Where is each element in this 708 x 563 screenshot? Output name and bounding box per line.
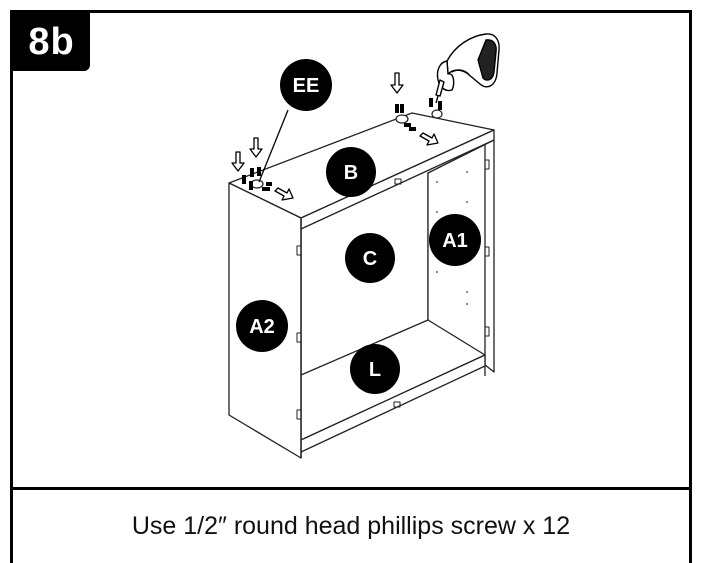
label-b: B [326, 147, 376, 197]
svg-text:B: B [344, 162, 358, 184]
svg-text:EE: EE [293, 75, 320, 97]
svg-text:A1: A1 [442, 230, 468, 252]
down-arrow-icon [231, 151, 245, 172]
label-a2: A2 [236, 300, 288, 352]
step-number: 8b [28, 21, 75, 63]
down-arrow-icon [249, 137, 263, 158]
label-a1: A1 [429, 214, 481, 266]
diagonal-arrow-icon [274, 187, 294, 201]
caption-divider [10, 487, 692, 490]
svg-text:A2: A2 [249, 316, 275, 338]
svg-text:L: L [369, 359, 381, 381]
screws [242, 98, 442, 191]
label-l: L [350, 344, 400, 394]
diagonal-arrow-icon [419, 132, 439, 146]
step-number-badge: 8b [13, 13, 90, 71]
instruction-caption: Use 1/2″ round head phillips screw x 12 [131, 512, 571, 540]
instruction-frame [10, 10, 692, 563]
down-arrow-icon [390, 72, 404, 94]
label-ee: EE [280, 59, 332, 111]
svg-text:C: C [363, 248, 377, 270]
power-screwdriver-icon [435, 33, 500, 104]
label-c: C [345, 233, 395, 283]
